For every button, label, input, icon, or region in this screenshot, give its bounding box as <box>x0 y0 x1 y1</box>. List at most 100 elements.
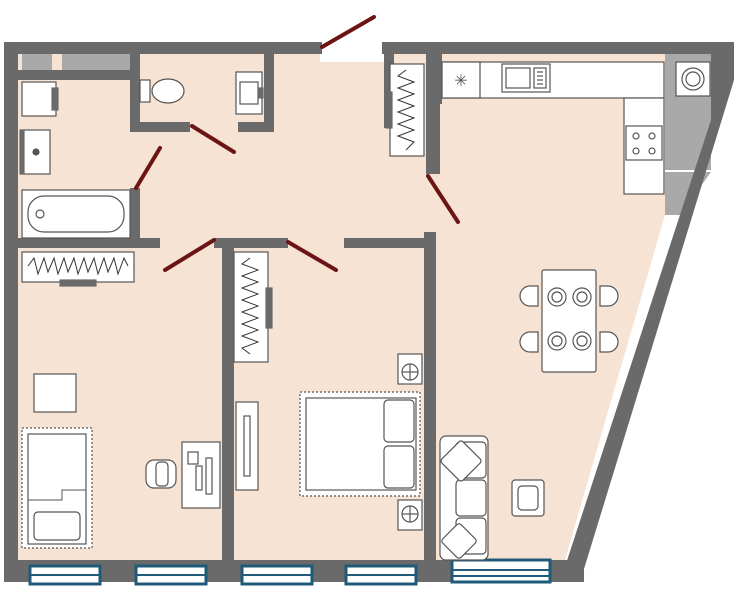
chair-icon <box>145 459 177 489</box>
left-bedroom <box>21 373 221 549</box>
wall-bath-right <box>130 54 140 132</box>
circle-shape <box>632 132 640 140</box>
stove-icon <box>625 125 663 161</box>
bed-icon <box>21 427 93 549</box>
rect-shape <box>59 279 97 287</box>
wall-bedroom-left <box>222 238 234 568</box>
rect-shape <box>517 485 539 511</box>
rect-shape <box>243 415 251 477</box>
polyline-shape <box>28 489 86 501</box>
dining-area <box>519 269 619 373</box>
circle-shape <box>648 147 656 155</box>
wall-kitchen-cab <box>434 54 442 104</box>
window-3 <box>240 564 314 586</box>
rect-shape <box>195 465 203 491</box>
desk-icon <box>181 441 221 509</box>
wall-diagonal <box>560 42 734 582</box>
walls <box>4 42 734 582</box>
wall-wc-bottom-right <box>238 122 274 132</box>
path-shape <box>519 331 539 353</box>
bath-shelf-1 <box>22 54 52 70</box>
tv-stand-icon <box>235 401 259 491</box>
rect-shape <box>257 87 264 99</box>
wardrobe-icon <box>233 251 273 363</box>
door-swing-icon <box>320 15 376 49</box>
rect-shape <box>205 457 213 495</box>
ottoman-icon <box>511 479 545 517</box>
window-4 <box>344 564 418 586</box>
wall-bedroom-right <box>424 232 436 568</box>
rect-shape <box>389 63 425 157</box>
chair-icon <box>519 331 539 353</box>
polyline-shape <box>27 256 129 276</box>
circle-shape <box>576 335 588 347</box>
fan-icon <box>397 353 423 385</box>
rect-shape <box>233 251 269 363</box>
door-swing-icon <box>190 124 236 154</box>
rect-shape <box>51 87 59 111</box>
circle-shape <box>32 148 40 156</box>
wall-bath-lower <box>130 188 140 246</box>
middle-bedroom <box>235 353 423 531</box>
chair-icon <box>519 285 539 307</box>
rect-shape <box>440 440 482 482</box>
window-2 <box>134 564 208 586</box>
wall-bedroom-top <box>214 238 288 248</box>
wall-bedroom-top-right <box>344 238 434 248</box>
wardrobe-icon <box>385 63 425 157</box>
door-swing-icon <box>426 174 460 224</box>
wardrobes <box>21 63 425 363</box>
chair-icon <box>599 331 619 353</box>
door-swing-icon <box>163 238 216 272</box>
door-swing-icon <box>134 146 162 190</box>
path-shape <box>519 285 539 307</box>
ottoman-icon <box>33 373 77 413</box>
wall-top-right <box>382 42 734 54</box>
wall-wc-right <box>264 54 274 132</box>
path-shape <box>599 285 619 307</box>
circle-shape <box>685 71 701 87</box>
fridge-icon: ✳ <box>441 61 481 99</box>
rect-shape <box>383 399 415 443</box>
rect-shape <box>21 251 135 283</box>
circle-shape <box>551 291 563 303</box>
rect-shape <box>441 61 481 99</box>
text-shape: ✳ <box>454 71 467 90</box>
sink-icon <box>501 63 551 93</box>
door-swing-icon <box>286 240 338 272</box>
wall-left <box>4 42 18 582</box>
floor-fills <box>14 50 665 560</box>
bathroom-fixtures <box>19 81 131 239</box>
rect-shape <box>533 67 547 89</box>
wall-wc-bottom <box>130 122 190 132</box>
doors <box>134 15 460 272</box>
rect-shape <box>155 461 169 487</box>
polyline-shape <box>240 257 260 355</box>
living-area <box>439 435 545 561</box>
circle-shape <box>551 335 563 347</box>
circle-shape <box>35 209 45 219</box>
rect-shape <box>383 445 415 489</box>
rect-shape <box>265 287 273 329</box>
rect-shape <box>239 81 259 105</box>
windows <box>28 558 552 586</box>
bed-icon <box>299 391 421 497</box>
rect-shape <box>455 479 487 517</box>
kitchen: ✳ <box>441 61 711 195</box>
chair-icon <box>599 285 619 307</box>
dining-table-icon <box>541 269 597 373</box>
wall-bath-top <box>18 70 136 80</box>
rect-shape <box>33 511 81 541</box>
toilet-icon <box>151 78 185 104</box>
washing-machine-icon <box>21 81 57 117</box>
circle-shape <box>648 132 656 140</box>
boiler-icon <box>675 61 711 97</box>
rect-shape <box>187 451 199 465</box>
wall-top-left <box>4 42 322 54</box>
wardrobe-icon <box>21 251 135 287</box>
circle-shape <box>576 291 588 303</box>
path-shape <box>599 331 619 353</box>
polyline-shape <box>396 69 416 151</box>
bath-shelf-2 <box>62 54 130 70</box>
